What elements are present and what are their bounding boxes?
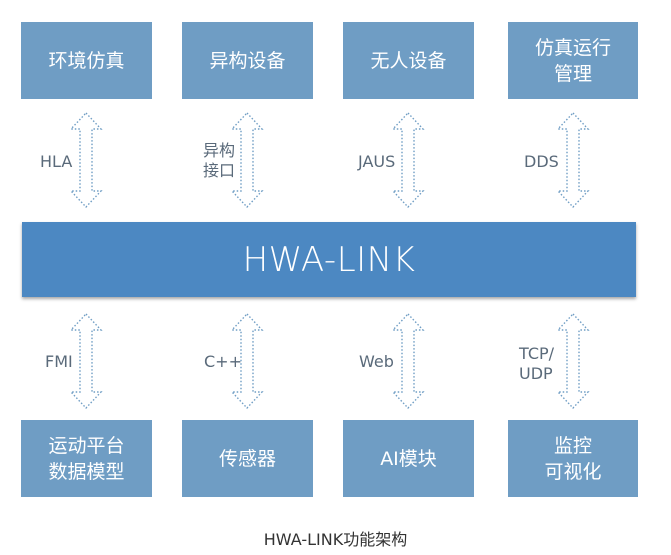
motion-platform-data-model-box: 运动平台 数据模型: [21, 420, 152, 497]
dotted-double-arrow-outline: [69, 112, 103, 208]
protocol-label-hla: HLA: [40, 152, 73, 171]
dotted-double-arrow-icon: [391, 313, 425, 409]
protocol-label-tcp-udp: TCP/ UDP: [519, 344, 555, 383]
simulation-management-label: 仿真运行 管理: [534, 36, 611, 85]
hwa-link-core-bar: HWA-LINK: [22, 222, 636, 297]
dotted-double-arrow-icon: [230, 112, 264, 208]
dotted-double-arrow-icon: [556, 313, 590, 409]
dotted-double-arrow-outline: [69, 313, 103, 409]
sensor-box: 传感器: [182, 420, 313, 497]
dotted-double-arrow-outline: [556, 313, 590, 409]
dotted-double-arrow-outline: [391, 313, 425, 409]
dotted-double-arrow-outline: [230, 112, 264, 208]
ai-module-label: AI模块: [380, 447, 437, 470]
dotted-double-arrow-icon: [391, 112, 425, 208]
dotted-double-arrow-outline: [391, 112, 425, 208]
monitoring-visualization-box: 监控 可视化: [508, 420, 638, 497]
protocol-label-dds: DDS: [524, 152, 559, 171]
hwa-link-core-label: HWA-LINK: [242, 239, 416, 280]
ai-module-box: AI模块: [343, 420, 474, 497]
figure-caption: HWA-LINK功能架构: [263, 530, 408, 549]
unmanned-device-box: 无人设备: [343, 22, 474, 99]
protocol-label-fmi: FMI: [45, 352, 73, 371]
protocol-label-web: Web: [359, 352, 394, 371]
env-simulation-label: 环境仿真: [48, 49, 125, 72]
dotted-double-arrow-icon: [69, 313, 103, 409]
protocol-label-heterogeneous-interface: 异构 接口: [203, 141, 236, 180]
dotted-double-arrow-icon: [556, 112, 590, 208]
monitoring-visualization-label: 监控 可视化: [544, 434, 602, 483]
dotted-double-arrow-icon: [230, 313, 264, 409]
heterogeneous-device-label: 异构设备: [209, 49, 286, 72]
simulation-management-box: 仿真运行 管理: [508, 22, 638, 99]
sensor-label: 传感器: [218, 447, 276, 470]
heterogeneous-device-box: 异构设备: [182, 22, 313, 99]
motion-platform-data-model-label: 运动平台 数据模型: [48, 434, 125, 483]
dotted-double-arrow-outline: [556, 112, 590, 208]
dotted-double-arrow-icon: [69, 112, 103, 208]
protocol-label-jaus: JAUS: [358, 152, 396, 171]
env-simulation-box: 环境仿真: [21, 22, 152, 99]
protocol-label-cpp: C++: [204, 352, 242, 371]
dotted-double-arrow-outline: [230, 313, 264, 409]
unmanned-device-label: 无人设备: [370, 49, 447, 72]
